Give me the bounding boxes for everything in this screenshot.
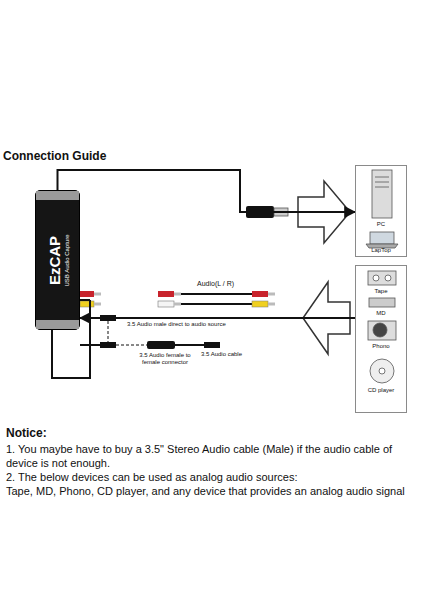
laptop-icon: [370, 232, 394, 244]
device-label: LapTop: [356, 247, 406, 254]
cable-connector: [80, 317, 355, 319]
cable-label: 3.5 Audio cable: [200, 351, 243, 358]
rca-plug: [252, 301, 268, 307]
source-icons: [368, 271, 396, 383]
rca-cable: [80, 291, 275, 307]
cable-label: Audio(L / R): [196, 280, 235, 288]
cd-icon: [379, 368, 385, 374]
tape-icon: [368, 271, 396, 285]
rca-plug: [174, 303, 181, 306]
cd-icon: [370, 359, 394, 383]
tape-icon: [385, 275, 391, 281]
title: Connection Guide: [3, 149, 106, 163]
cable: [175, 344, 204, 346]
cable-label: 3.5 Audio male direct to audio source: [126, 321, 227, 328]
pc-icon: [375, 177, 389, 178]
pc-icon: [375, 187, 389, 188]
rca-plug: [268, 293, 275, 296]
rca-plug: [94, 303, 101, 306]
md-icon: [369, 298, 395, 307]
device-caption: USB Audio Capture: [63, 234, 70, 286]
pc-icon: [372, 170, 392, 218]
device-label-group: EzCAPUSB Audio Capture: [35, 190, 80, 330]
jack-plug: [100, 342, 116, 348]
notice-text: 1. You maybe have to buy a 3.5" Stereo A…: [6, 442, 416, 471]
rca-plug: [174, 293, 181, 296]
dashed-line: [108, 321, 109, 342]
part-label: 3.5 Audio female to female connector: [135, 352, 195, 366]
notes-block: Notice:1. You maybe have to buy a 3.5" S…: [6, 426, 416, 499]
phono-icon: [368, 321, 396, 340]
notice-heading: Notice:: [6, 426, 416, 442]
hollow-arrow: [298, 181, 350, 354]
tape-icon: [373, 275, 379, 281]
device-cap: [36, 191, 79, 200]
rca-plug: [158, 301, 174, 307]
cable-bundle: [80, 300, 90, 345]
notice-text: 2. The below devices can be used as anal…: [6, 470, 416, 484]
device-label: Phono: [356, 343, 406, 350]
jack-plug: [204, 342, 220, 348]
rca-plug: [268, 303, 275, 306]
rca-plug: [252, 291, 268, 297]
rca-plug: [94, 293, 101, 296]
rca-plug: [158, 291, 174, 297]
adapter-body: [147, 341, 175, 349]
brand-name: EzCAP: [45, 235, 62, 284]
phono-icon: [373, 323, 387, 337]
capture-device: EzCAPUSB Audio Capture: [35, 190, 80, 330]
pc-icon: [375, 182, 389, 183]
cable-connector: [58, 170, 356, 212]
cable: [181, 293, 252, 295]
device-label: MD: [356, 310, 406, 317]
dashed-line: [116, 345, 147, 346]
rca-plug: [80, 291, 94, 297]
notice-text: Tape, MD, Phono, CD player, and any devi…: [6, 484, 416, 498]
device-label: PC: [356, 221, 406, 228]
device-cap: [36, 320, 79, 329]
adapter: 3.5 Audio female to female connector: [135, 339, 195, 351]
cable: [181, 303, 252, 305]
pc-icon: [366, 170, 398, 248]
rca-plug: [80, 301, 94, 307]
device-label: Tape: [356, 288, 406, 295]
device-label: CD player: [356, 387, 406, 394]
source-box: TapeMD Phono CD player: [355, 265, 407, 413]
computer-box: PC LapTop: [355, 165, 407, 257]
